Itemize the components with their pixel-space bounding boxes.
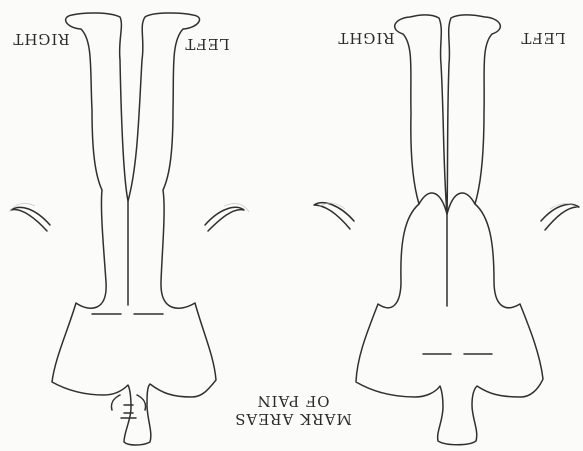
right-knee-line-b [447,193,475,214]
body-outline-right-figure [356,15,543,445]
body-outline-left-figure [52,13,216,445]
label-right-front-view: RIGHT [326,29,406,47]
right-arm-outline-a [314,203,354,229]
label-left-back-view: LEFT [172,35,242,53]
left-arm-outline-b [205,207,244,231]
caption-line-2: OF PAIN [208,392,378,410]
pain-mark-caption: MARK AREAS OF PAIN [208,392,378,428]
left-arm-outline-a [11,207,50,231]
right-arm-outline-b [541,204,579,230]
caption-line-1: MARK AREAS [208,410,378,428]
left-head-marks [111,395,145,418]
label-right-back-view: RIGHT [4,30,78,48]
right-knee-line-a [419,193,447,214]
label-left-front-view: LEFT [508,29,578,47]
